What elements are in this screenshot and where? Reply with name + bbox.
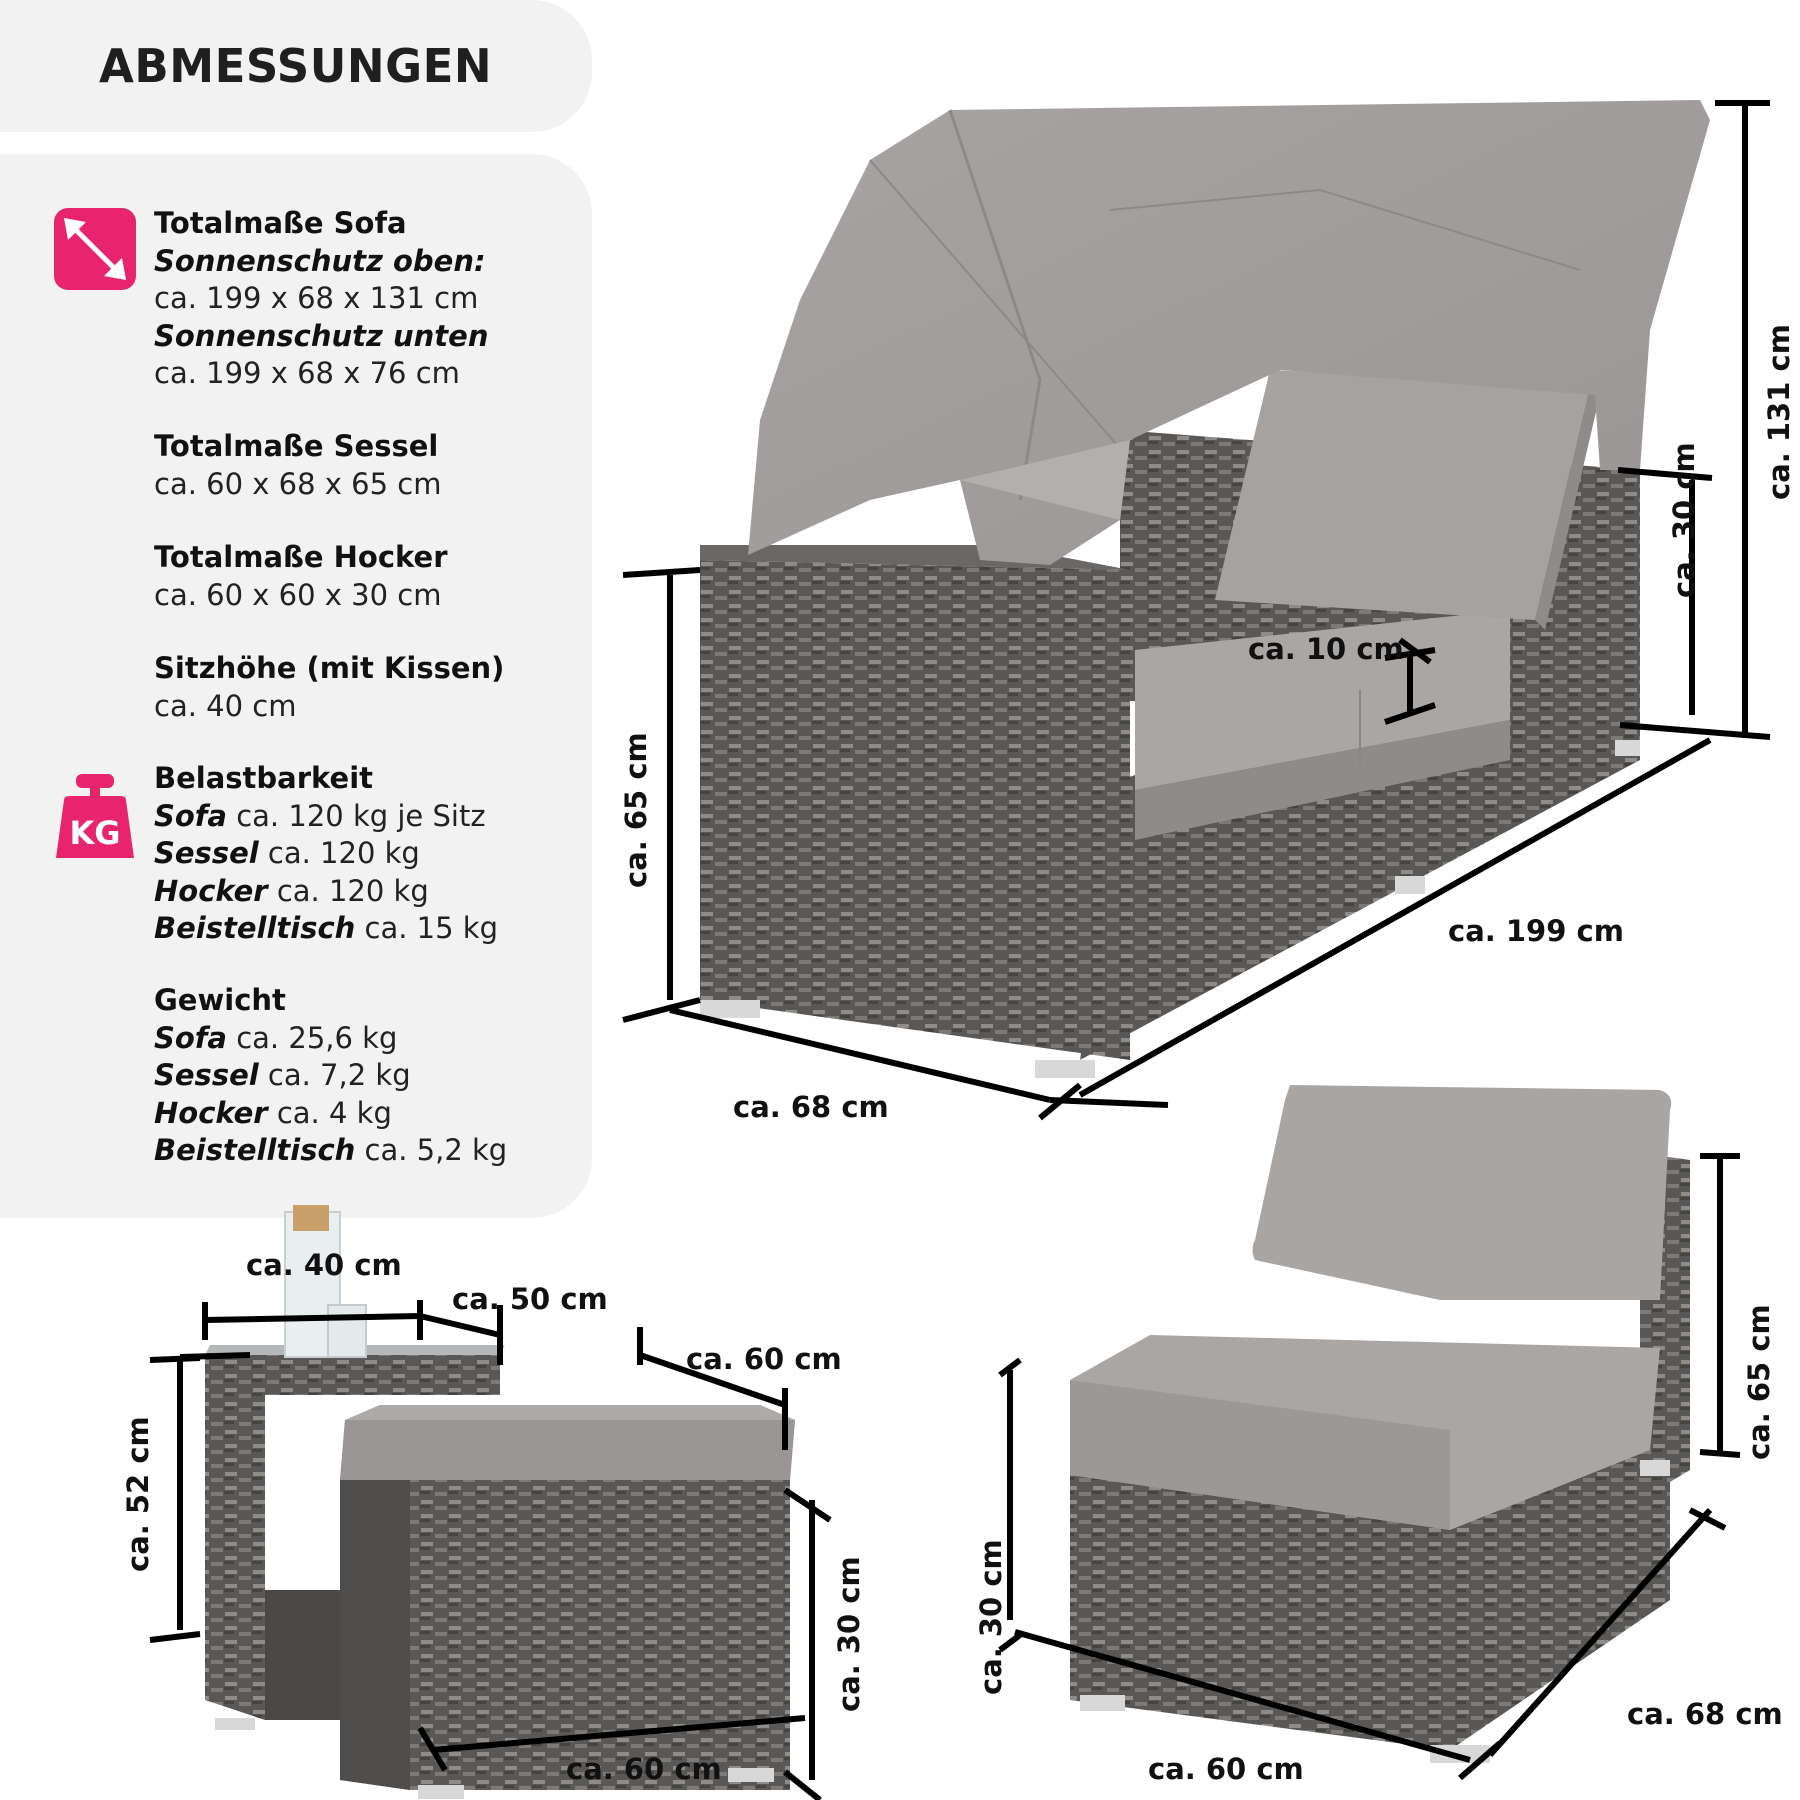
dimensions-icon — [54, 208, 136, 290]
spec-heading: Belastbarkeit — [154, 761, 374, 795]
label-chair-seat-height: ca. 30 cm — [974, 1539, 1008, 1695]
spec-item: Sofa ca. 120 kg je Sitz — [154, 798, 486, 833]
label-sofa-width: ca. 199 cm — [1448, 914, 1624, 948]
label-table-width: ca. 40 cm — [246, 1248, 402, 1282]
label-sofa-backrest-height: ca. 30 cm — [1667, 442, 1701, 598]
label-table-height: ca. 52 cm — [121, 1416, 155, 1572]
label-sofa-height: ca. 65 cm — [619, 732, 653, 888]
title-banner: ABMESSUNGEN — [0, 0, 592, 132]
armchair-illustration — [1070, 1085, 1690, 1763]
spec-value: ca. 60 x 60 x 30 cm — [154, 577, 442, 612]
spec-value: ca. 40 cm — [154, 688, 297, 723]
spec-panel — [0, 154, 592, 1218]
spec-item: Hocker ca. 4 kg — [154, 1095, 392, 1130]
spec-heading: Totalmaße Hocker — [154, 540, 448, 574]
spec-sublabel: Sonnenschutz oben: — [154, 243, 486, 278]
label-chair-depth: ca. 68 cm — [1627, 1697, 1783, 1731]
spec-heading: Gewicht — [154, 983, 286, 1017]
spec-item: Sofa ca. 25,6 kg — [154, 1020, 398, 1055]
spec-sublabel: Sonnenschutz unten — [154, 318, 489, 353]
svg-text:KG: KG — [69, 814, 120, 852]
label-chair-height: ca. 65 cm — [1742, 1304, 1776, 1460]
spec-item: Sessel ca. 7,2 kg — [154, 1058, 411, 1092]
label-sofa-depth: ca. 68 cm — [733, 1090, 889, 1124]
spec-heading: Sitzhöhe (mit Kissen) — [154, 651, 505, 685]
spec-heading: Totalmaße Sofa — [154, 206, 407, 240]
label-sofa-cushion-thickness: ca. 10 cm — [1248, 632, 1404, 666]
label-table-depth: ca. 50 cm — [452, 1282, 608, 1316]
armchair-dimension-lines — [998, 1153, 1741, 1781]
label-sofa-height-total: ca. 131 cm — [1762, 324, 1796, 500]
spec-value: ca. 199 x 68 x 76 cm — [154, 356, 460, 390]
spec-value: ca. 199 x 68 x 131 cm — [154, 281, 479, 315]
label-stool-width: ca. 60 cm — [566, 1752, 722, 1786]
spec-value: ca. 60 x 68 x 65 cm — [154, 466, 442, 501]
table-stool-dimension-lines — [149, 1300, 832, 1800]
page-title: ABMESSUNGEN — [99, 39, 493, 93]
spec-item: Hocker ca. 120 kg — [154, 873, 429, 908]
spec-armchair: Totalmaße Sessel ca. 60 x 68 x 65 cm — [154, 428, 441, 503]
spec-item: Beistelltisch ca. 5,2 kg — [154, 1133, 508, 1167]
spec-seat-height: Sitzhöhe (mit Kissen) ca. 40 cm — [154, 650, 504, 725]
label-stool-height: ca. 30 cm — [832, 1556, 866, 1712]
spec-item: Sessel ca. 120 kg — [154, 836, 420, 870]
spec-stool: Totalmaße Hocker ca. 60 x 60 x 30 cm — [154, 539, 448, 614]
sofa-dimension-lines — [622, 100, 1771, 1121]
stool-illustration — [340, 1405, 795, 1799]
label-chair-width: ca. 60 cm — [1148, 1752, 1304, 1786]
spec-weight: Gewicht Sofa ca. 25,6 kg Sessel ca. 7,2 … — [154, 982, 507, 1170]
spec-sofa: Totalmaße Sofa Sonnenschutz oben: ca. 19… — [154, 205, 488, 393]
label-stool-depth: ca. 60 cm — [686, 1342, 842, 1376]
kg-weight-icon: KG — [54, 770, 136, 860]
spec-heading: Totalmaße Sessel — [154, 429, 439, 463]
sofa-illustration — [700, 100, 1710, 1078]
spec-load-capacity: Belastbarkeit Sofa ca. 120 kg je Sitz Se… — [154, 760, 498, 948]
spec-item: Beistelltisch ca. 15 kg — [154, 911, 498, 945]
